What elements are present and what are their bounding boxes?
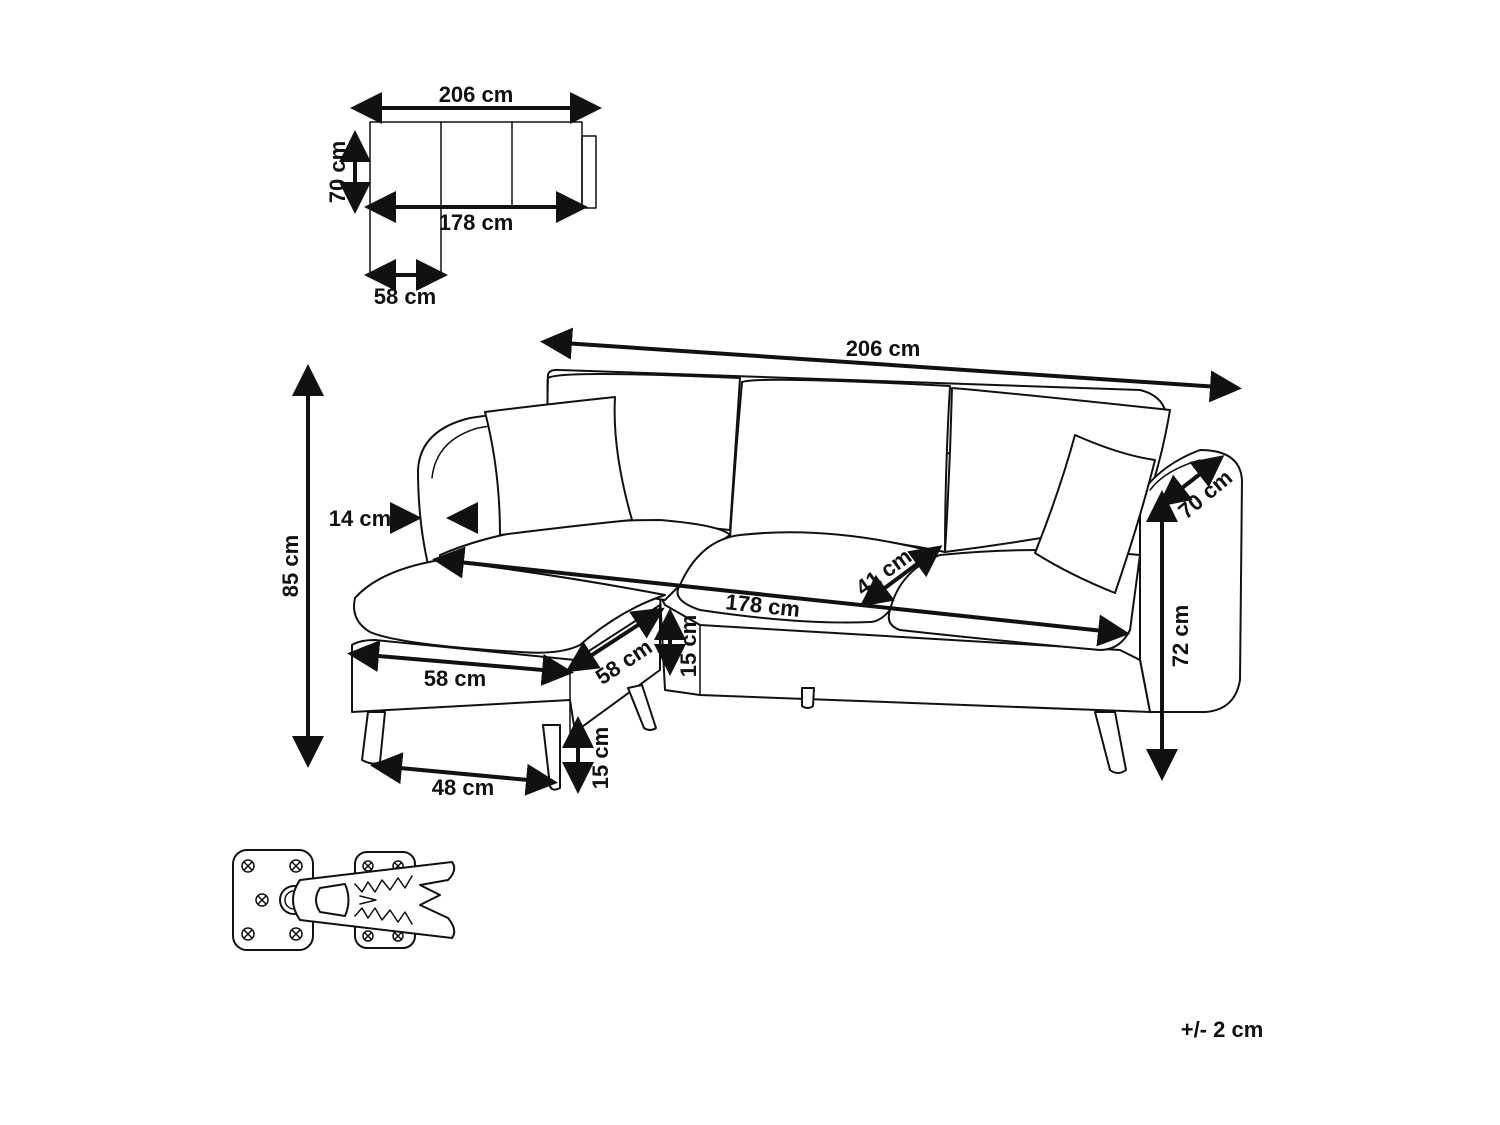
back-cushion-middle [729, 378, 951, 553]
leg-screw-icon [292, 861, 456, 939]
arm-width-label: 14 cm [329, 506, 391, 531]
seat-depth-arrow [859, 545, 943, 607]
sofa-leg-middle [801, 687, 815, 709]
seat-width-arrow [432, 546, 1130, 647]
ottoman-leg-back-right [627, 684, 657, 731]
total-height-label: 85 cm [278, 535, 303, 597]
ottoman-leg-height-label: 15 cm [588, 727, 613, 789]
ottoman-base-arrow [370, 752, 558, 796]
sofa-leg-right [1094, 711, 1127, 774]
top-chaise-width-label: 58 cm [374, 284, 436, 309]
ottoman-width-label: 58 cm [424, 666, 486, 691]
seat-height-label: 72 cm [1168, 605, 1193, 667]
ottoman-cushion-label: 15 cm [676, 615, 701, 677]
tolerance-label: +/- 2 cm [1181, 1017, 1264, 1042]
top-width-label: 206 cm [439, 82, 514, 107]
ottoman-depth-arrow [565, 607, 665, 673]
sofa-drawing [351, 368, 1243, 791]
total-width-arrow [540, 327, 1242, 403]
ottoman-base-label: 48 cm [432, 775, 494, 800]
ottoman-width-arrow [347, 640, 574, 686]
total-width-label: 206 cm [846, 336, 921, 361]
throw-pillow-left [484, 396, 633, 536]
ottoman-leg-front-left [361, 711, 386, 765]
top-depth-label: 70 cm [325, 141, 350, 203]
top-view-drawing [369, 121, 597, 277]
top-inner-width-label: 178 cm [439, 210, 514, 235]
